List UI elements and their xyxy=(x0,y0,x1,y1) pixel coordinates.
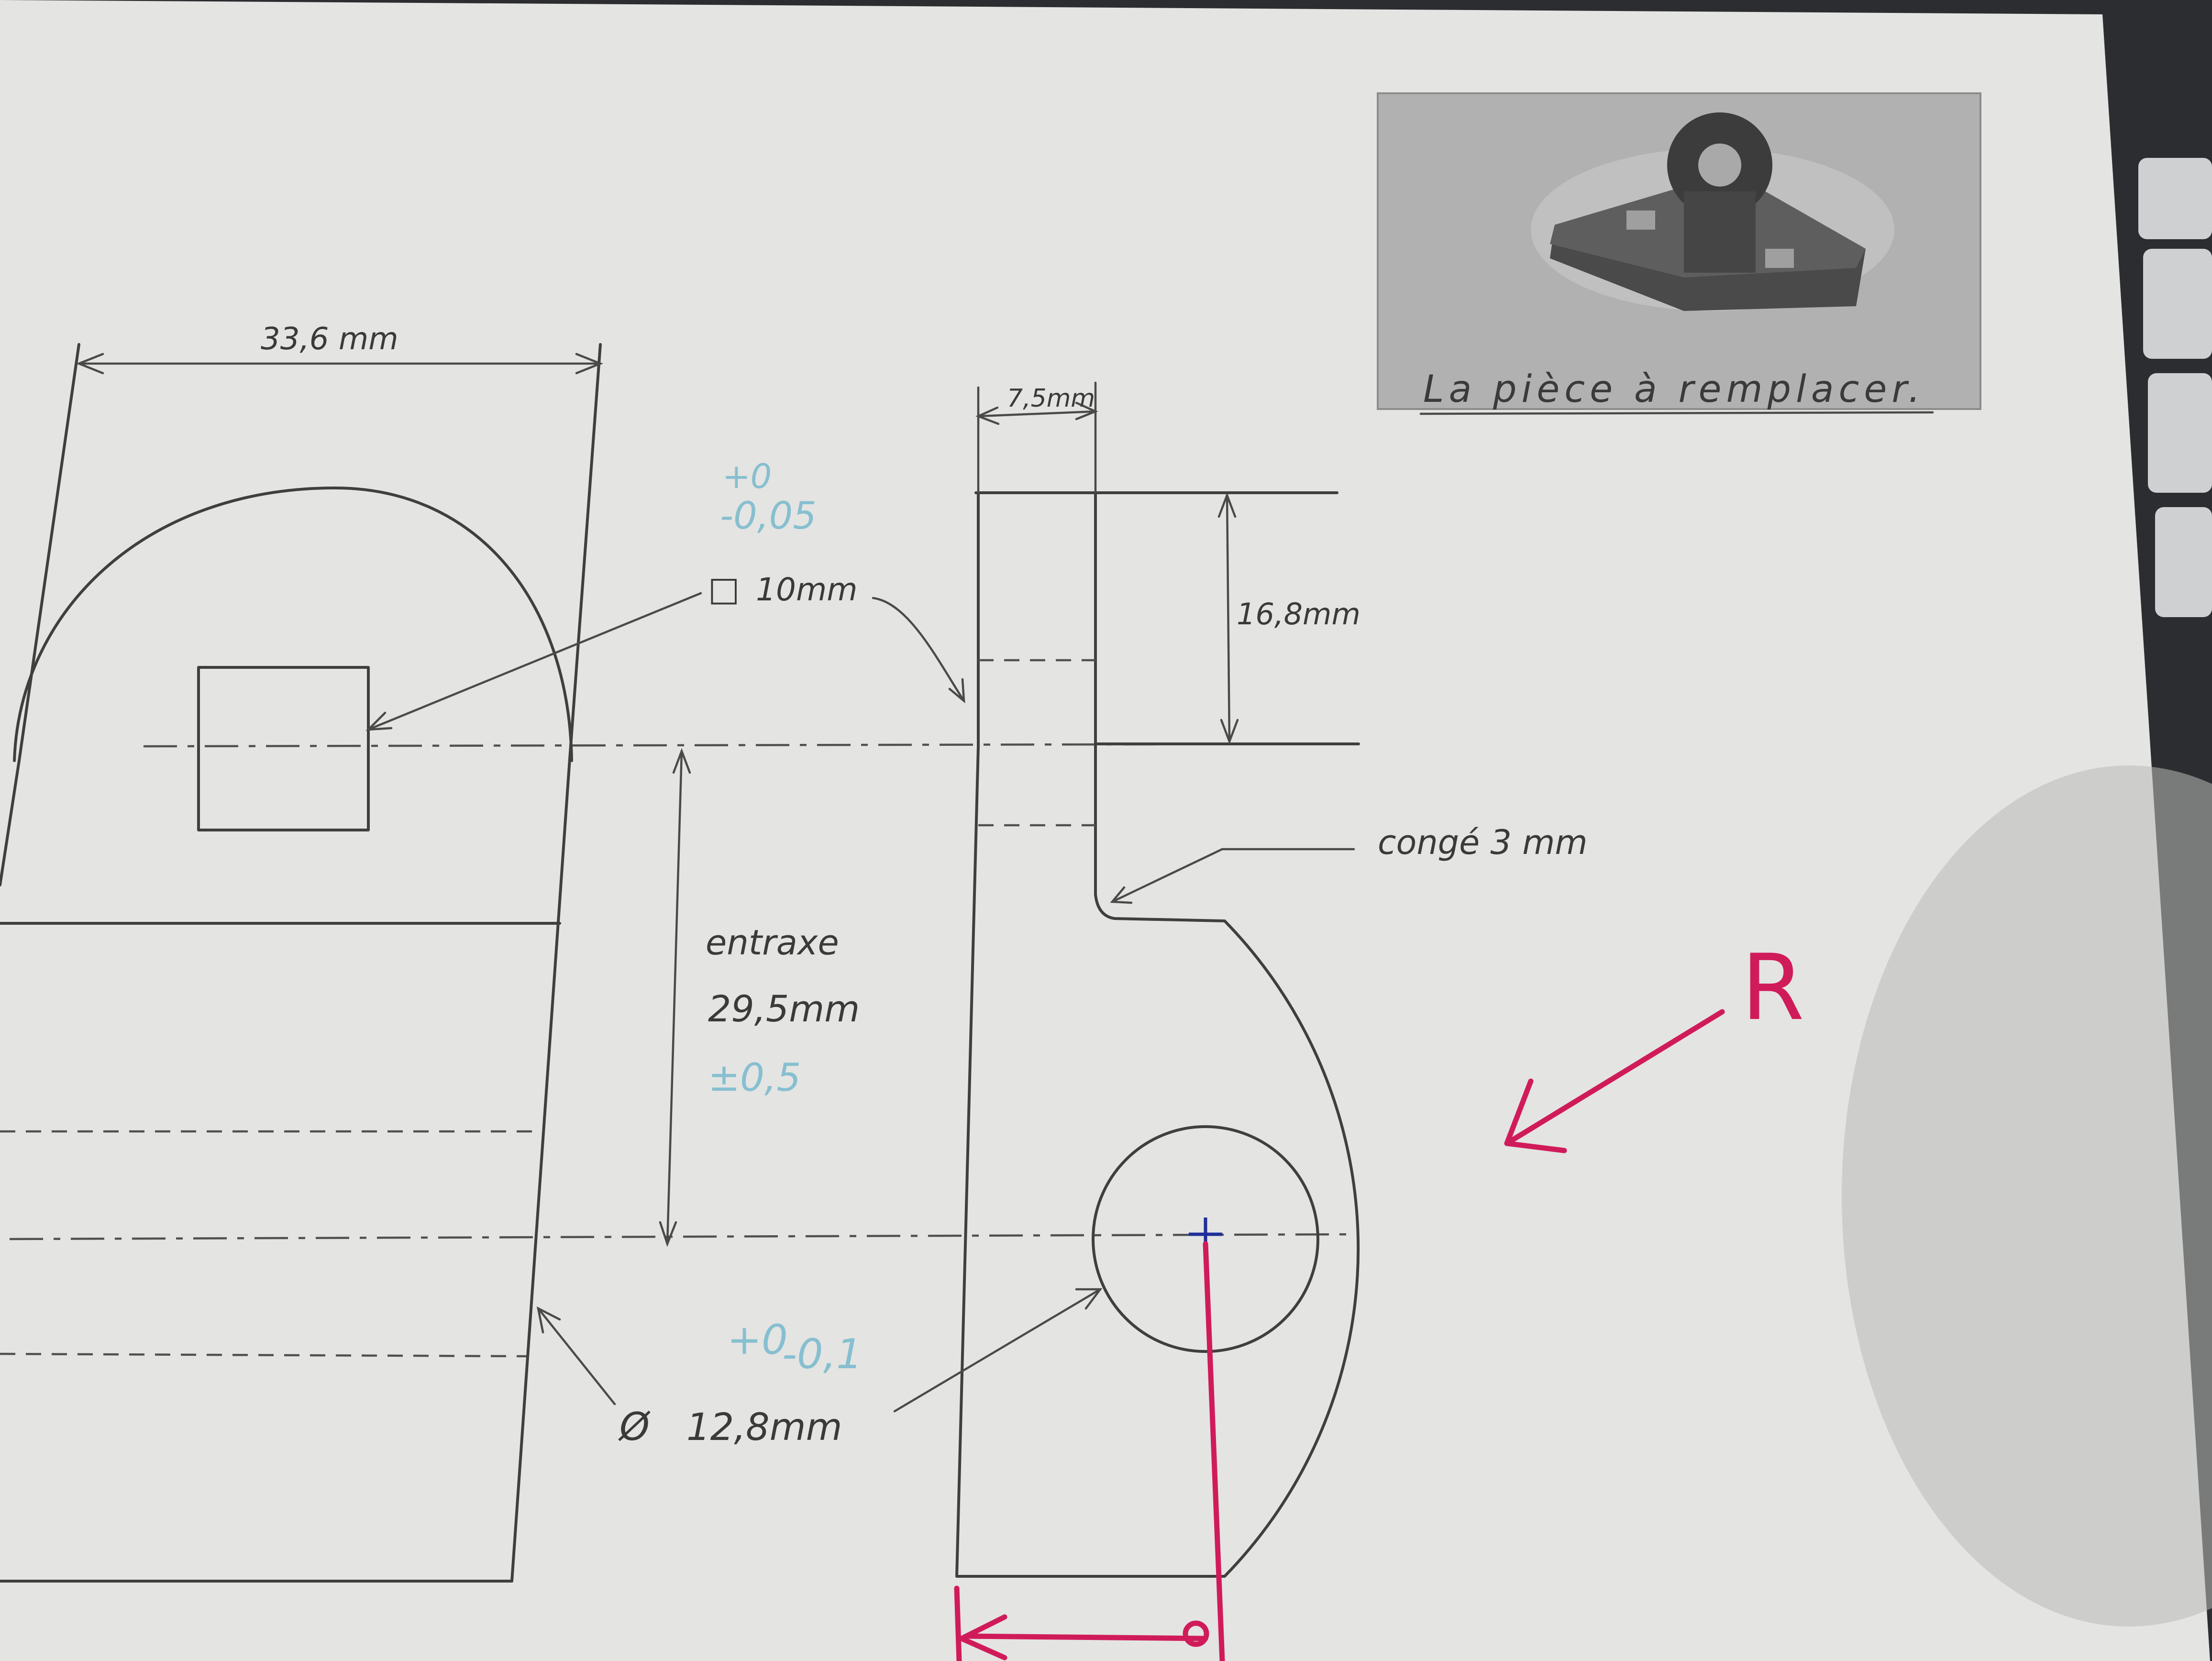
red-annotations: R xyxy=(954,935,1804,1661)
side-view xyxy=(955,491,1360,1578)
square-callout: +0 -0,05 □ 10mm xyxy=(365,457,965,731)
overall-width-label: 33,6 mm xyxy=(261,321,398,357)
height-label: 16,8mm xyxy=(1237,597,1360,631)
part-photo: La pièce à remplacer. xyxy=(1377,92,1981,415)
entraxe-tolerance: ±0,5 xyxy=(708,1055,801,1100)
center-line-bottom xyxy=(9,1233,1359,1240)
square-hole xyxy=(197,666,370,831)
thickness-dimension: 7,5mm xyxy=(975,381,1098,494)
hole-tol-minus: -0,1 xyxy=(782,1330,863,1378)
keyboard-keys xyxy=(2138,158,2212,617)
thickness-label: 7,5mm xyxy=(1007,384,1095,413)
square-tol-minus: -0,05 xyxy=(720,495,817,538)
radius-label: R xyxy=(1741,935,1804,1041)
overall-width-dimension: 33,6 mm xyxy=(76,321,604,375)
entraxe-label: entraxe xyxy=(706,922,839,963)
square-tol-plus: +0 xyxy=(722,457,772,496)
square-size-label: 10mm xyxy=(756,571,858,608)
hand-shadow xyxy=(1842,765,2212,1627)
diameter-symbol: Ø xyxy=(618,1405,651,1449)
diameter-callout: +0 -0,1 Ø 12,8mm xyxy=(536,1288,1103,1449)
entraxe-dimension: entraxe 29,5mm ±0,5 xyxy=(659,748,860,1247)
diameter-label: 12,8mm xyxy=(686,1406,842,1449)
hole-tol-plus: +0 xyxy=(727,1316,788,1364)
photo-caption: La pièce à remplacer. xyxy=(1423,368,1925,411)
fillet-callout: congé 3 mm xyxy=(1110,823,1588,904)
height-dimension: 16,8mm xyxy=(1217,492,1360,745)
round-hole xyxy=(1092,1125,1319,1353)
square-symbol: □ xyxy=(708,569,740,609)
entraxe-value: 29,5mm xyxy=(708,987,860,1030)
fillet-label: congé 3 mm xyxy=(1378,823,1588,862)
